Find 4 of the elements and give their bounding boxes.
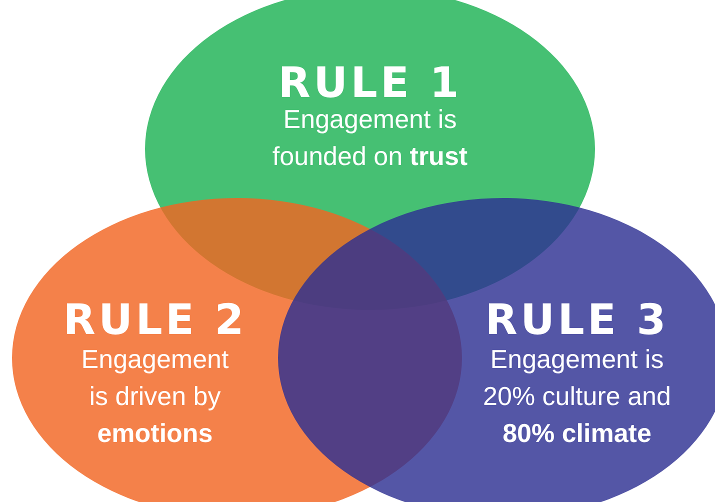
rule-text: Engagement is driven by emotions [80,343,230,450]
rule-text: Engagement is 20% culture and 80% climate [482,343,672,450]
rule-heading: RULE 3 [485,295,669,345]
rule-heading: RULE 2 [63,295,247,345]
